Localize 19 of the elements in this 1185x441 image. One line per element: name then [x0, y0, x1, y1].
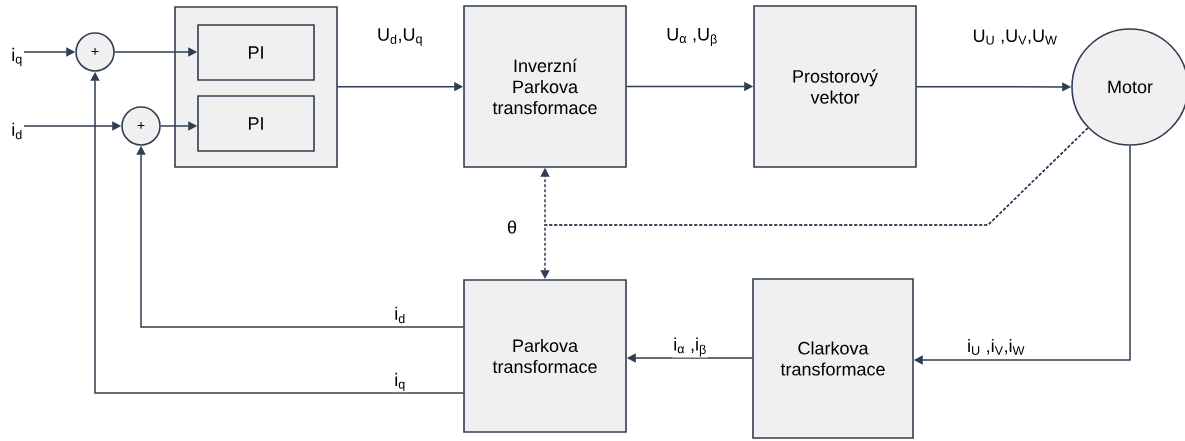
input-label: i$_{q}$	[12, 47, 22, 67]
summing-junction: +	[121, 106, 161, 146]
edge-label: U$_{U}$ ,U$_{V}$,U$_{W}$	[971, 28, 1059, 46]
edge-label: i$_{q}$	[393, 371, 407, 393]
edge-label: U$_{α}$ ,U$_{β}$	[665, 26, 719, 48]
process-box: PI	[197, 24, 315, 81]
process-box: Clarkova transformace	[752, 278, 914, 439]
process-box: Inverzní Parkova transformace	[463, 5, 627, 168]
edge-label: i$_{α}$ ,i$_{β}$	[672, 336, 708, 358]
summing-junction: Motor	[1071, 28, 1185, 146]
process-box: Prostorový vektor	[753, 5, 917, 168]
edge-label: i$_{d}$	[393, 305, 407, 325]
signal-label: θ	[507, 220, 517, 234]
process-box: PI	[197, 95, 315, 152]
edge-label: i$_{U}$ ,i$_{V}$,i$_{W}$	[966, 338, 1026, 356]
summing-junction: +	[75, 32, 115, 72]
input-label: i$_{d}$	[12, 122, 22, 140]
process-box: Parkova transformace	[463, 279, 627, 433]
edge-label: U$_{d}$,U$_{q}$	[376, 27, 424, 47]
